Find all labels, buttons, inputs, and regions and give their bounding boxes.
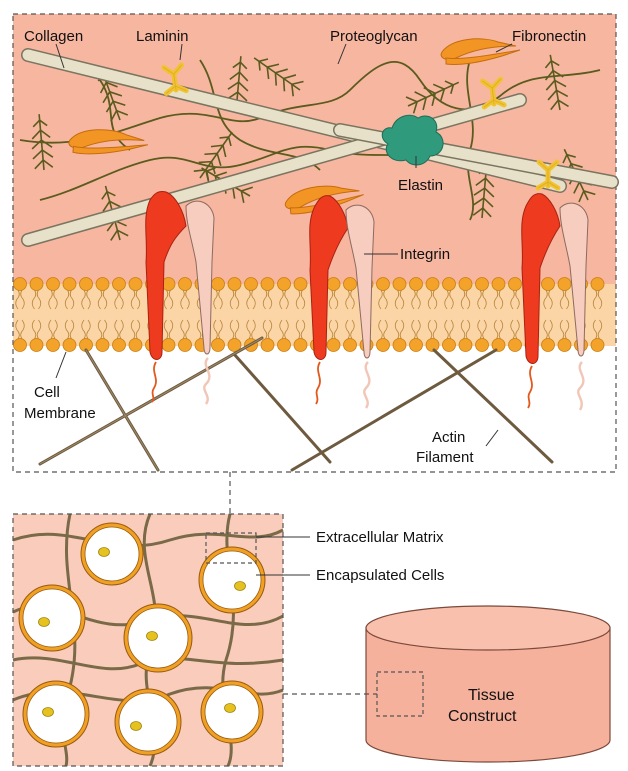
label-tissue: Tissue <box>468 687 515 704</box>
encapsulated-cell <box>199 547 265 613</box>
cell-nucleus <box>225 704 236 713</box>
encapsulated-cell <box>115 689 181 755</box>
encapsulated-cell <box>201 681 263 743</box>
label-collagen: Collagen <box>24 28 83 45</box>
label-cell-membrane-2: Membrane <box>24 405 96 422</box>
tissue-construct: Tissue Construct <box>366 606 610 762</box>
label-extracellular-matrix: Extracellular Matrix <box>316 529 444 546</box>
label-integrin: Integrin <box>400 246 450 263</box>
hydrogel-panel <box>13 514 283 766</box>
label-cell-membrane-1: Cell <box>34 384 60 401</box>
encapsulated-cell <box>23 681 89 747</box>
cell-nucleus <box>147 632 158 641</box>
label-elastin: Elastin <box>398 177 443 194</box>
label-construct: Construct <box>448 708 517 725</box>
label-actin-2: Filament <box>416 449 474 466</box>
label-encapsulated-cells: Encapsulated Cells <box>316 567 444 584</box>
label-actin-1: Actin <box>432 429 465 446</box>
label-fibronectin: Fibronectin <box>512 28 586 45</box>
encapsulated-cell <box>81 523 143 585</box>
cell-nucleus <box>131 722 142 731</box>
cell-nucleus <box>235 582 246 591</box>
label-laminin: Laminin <box>136 28 189 45</box>
encapsulated-cell <box>19 585 85 651</box>
encapsulated-cell <box>124 604 192 672</box>
cell-nucleus <box>43 708 54 717</box>
cell-nucleus <box>99 548 110 557</box>
cell-nucleus <box>39 618 50 627</box>
label-proteoglycan: Proteoglycan <box>330 28 418 45</box>
